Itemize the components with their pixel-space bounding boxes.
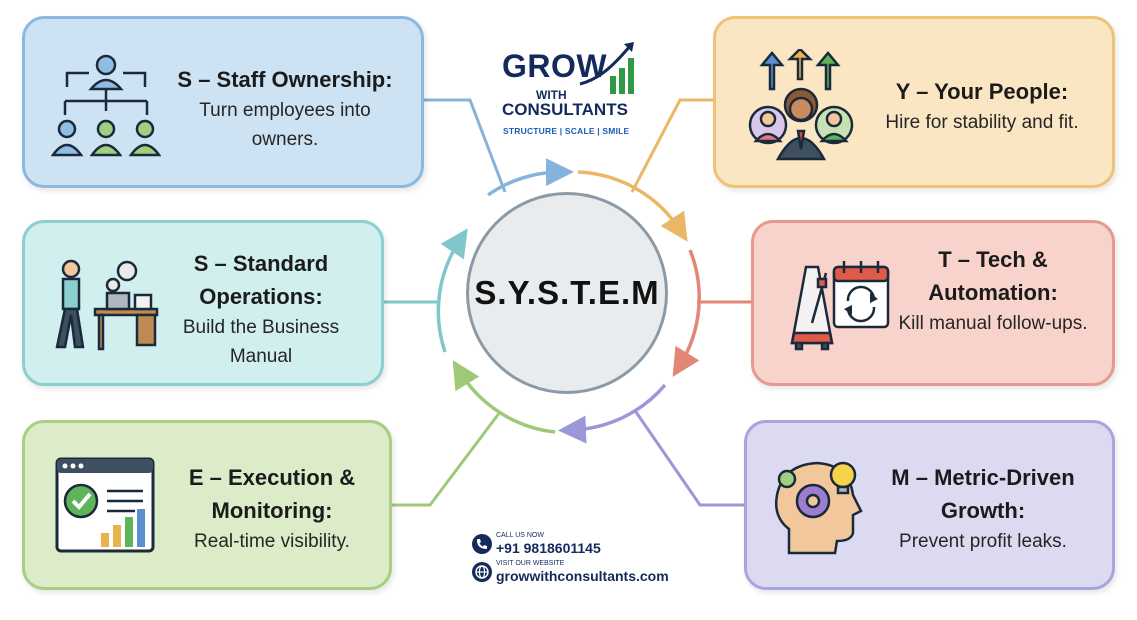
- node-execution-monitoring: E – Execution & Monitoring: Real-time vi…: [22, 420, 392, 590]
- node-staff-ownership: S – Staff Ownership: Turn employees into…: [22, 16, 424, 188]
- execution-title: E – Execution & Monitoring:: [188, 465, 356, 523]
- node-standard-operations: S – Standard Operations: Build the Busin…: [22, 220, 384, 386]
- metric-desc: Prevent profit leaks.: [899, 531, 1067, 552]
- logo-line-3: CONSULTANTS: [502, 100, 628, 119]
- metronome-calendar-icon: [790, 261, 890, 351]
- tech-title: T – Tech & Automation:: [928, 247, 1058, 305]
- website-url: growwithconsultants.com: [496, 568, 669, 584]
- metric-title: M – Metric-Driven Growth:: [891, 465, 1075, 523]
- standard-title: S – Standard Operations:: [193, 251, 329, 309]
- system-hub: S.Y.S.T.E.M: [466, 192, 668, 394]
- head-gear-bulb-icon: [775, 461, 863, 555]
- web-label: VISIT OUR WEBSITE: [496, 560, 565, 567]
- growth-bars-icon: [579, 42, 634, 94]
- people-desc: Hire for stability and fit.: [885, 112, 1079, 133]
- execution-desc: Real-time visibility.: [194, 531, 350, 552]
- phone-icon: [472, 534, 492, 554]
- phone-number: +91 9818601145: [496, 540, 601, 556]
- org-chart-icon: [51, 54, 161, 157]
- brand-logo: GROW WITH CONSULTANTS STRUCTURE | SCALE …: [500, 40, 640, 140]
- staff-desc: Turn employees into owners.: [199, 100, 371, 150]
- logo-tagline: STRUCTURE | SCALE | SMILE: [503, 126, 630, 136]
- dashboard-check-icon: [55, 457, 155, 553]
- website-contact[interactable]: VISIT OUR WEBSITE growwithconsultants.co…: [472, 560, 669, 584]
- desk-worker-icon: [55, 259, 159, 351]
- team-growth-icon: [748, 49, 854, 161]
- node-tech-automation: T – Tech & Automation: Kill manual follo…: [751, 220, 1115, 386]
- logo-line-2: WITH: [536, 88, 567, 102]
- node-metric-driven-growth: M – Metric-Driven Growth: Prevent profit…: [744, 420, 1115, 590]
- staff-title: S – Staff Ownership:: [177, 67, 393, 92]
- globe-icon: [472, 562, 492, 582]
- logo-line-1: GROW: [502, 48, 608, 84]
- call-contact[interactable]: CALL US NOW +91 9818601145: [472, 532, 601, 556]
- tech-desc: Kill manual follow-ups.: [898, 313, 1088, 334]
- call-label: CALL US NOW: [496, 532, 544, 539]
- node-your-people: Y – Your People: Hire for stability and …: [713, 16, 1115, 188]
- hub-label: S.Y.S.T.E.M: [474, 274, 660, 311]
- people-title: Y – Your People:: [895, 79, 1069, 104]
- standard-desc: Build the Business Manual: [182, 317, 340, 367]
